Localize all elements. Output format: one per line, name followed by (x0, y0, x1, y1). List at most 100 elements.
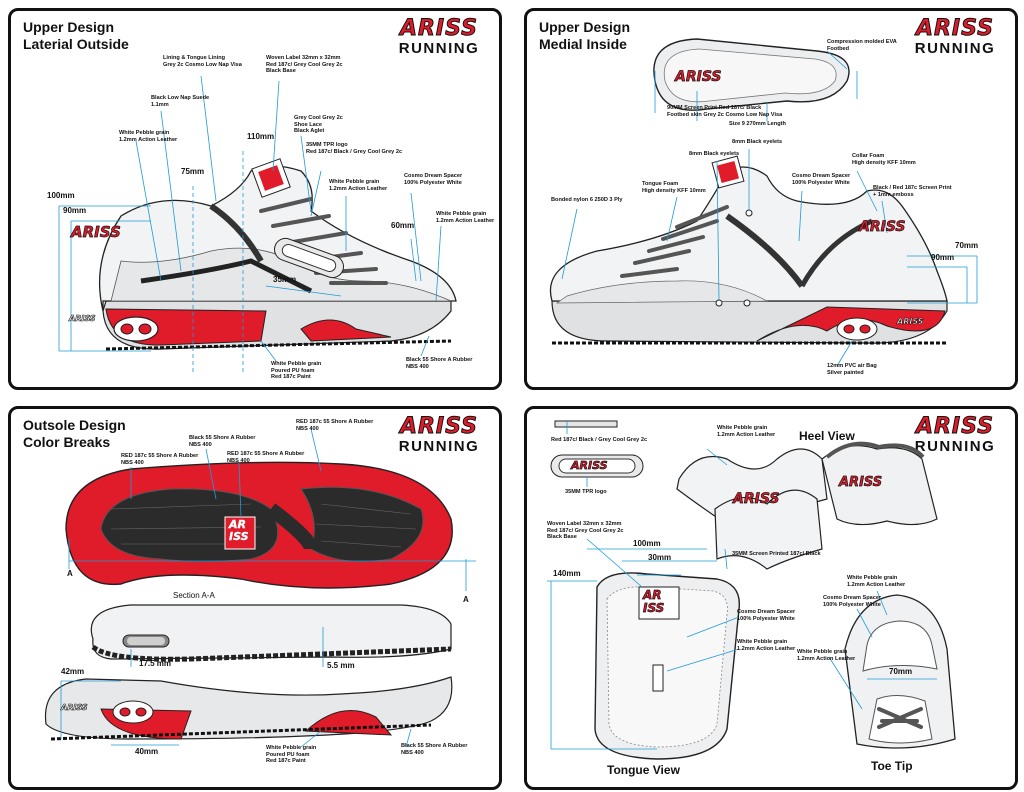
note-bonded-nylon: Bonded nylon 6 250D 3 Ply (551, 197, 623, 203)
brand-block: ARISS RUNNING (389, 16, 489, 57)
title-line-2: Color Breaks (23, 434, 111, 450)
note-red-rubber-2: RED 187c 55 Shore A Rubber NBS 400 (227, 451, 305, 464)
note-pu-foam: White Pebble grain Poured PU foam Red 18… (271, 361, 322, 381)
note-eyelets-1: 8mm Black eyelets (732, 139, 783, 145)
dim-70mm: 70mm (955, 241, 979, 250)
dim-70mm: 70mm (889, 667, 913, 676)
dim-17-5mm: 17.5 mm (139, 659, 172, 668)
note-cosmo-2: Cosmo Dream Spacer 100% Polyester White (823, 595, 882, 608)
note-lace: Grey Cool Grey 2c Shoe Lace Black Aglet (294, 115, 343, 135)
heel-view-label: Heel View (799, 429, 855, 443)
dim-35mm: 35mm (273, 275, 297, 284)
title-line-1: Outsole Design (23, 417, 126, 433)
note-woven-label: Woven Label 32mm x 32mm Red 187c/ Grey C… (266, 55, 343, 75)
note-pebble-2: White Pebble grain 1.2mm Action Leather (737, 639, 796, 652)
panel-details: ARISS RUNNING (524, 406, 1018, 790)
note-cosmo: Cosmo Dream Spacer 100% Polyester White (404, 173, 463, 186)
note-pebble-4: White Pebble grain 1.2mm Action Leather (797, 649, 856, 662)
note-tpr-logo: 35MM TPR logo (565, 489, 607, 495)
detail-views-drawing (547, 420, 956, 760)
dim-90mm: 90mm (931, 253, 955, 262)
note-woven-label: Woven Label 32mm x 32mm Red 187c/ Grey C… (547, 521, 624, 541)
toe-tip-label: Toe Tip (871, 759, 913, 773)
note-lining: Lining & Tongue Lining Grey 2c Cosmo Low… (163, 55, 242, 68)
medial-shoe-drawing (549, 38, 978, 367)
note-screen-print: 90MM Screen Print Red 187c/ Black Footbe… (667, 105, 783, 118)
note-suede: Black Low Nap Suede 1.1mm (151, 95, 210, 108)
ariss-logo: ARISS (399, 16, 479, 41)
collar-ariss-logo: ARISS (859, 219, 906, 236)
footbed-ariss-logo: ARISS (675, 69, 722, 86)
panel-title: Upper Design Laterial Outside (23, 19, 129, 53)
brand-block: ARISS RUNNING (905, 16, 1005, 57)
heel-ariss-logo-1: ARISS (733, 491, 780, 508)
note-air-bag: 12mm PVC air Bag Silver painted (827, 363, 877, 376)
running-wordmark: RUNNING (914, 438, 996, 455)
dim-60mm: 60mm (391, 221, 415, 230)
ariss-logo: ARISS (915, 16, 995, 41)
outsole-drawing (44, 428, 476, 748)
tongue-view-label: Tongue View (607, 763, 680, 777)
note-red-black-grey: Red 187c/ Black / Grey Cool Grey 2c (551, 437, 648, 443)
note-cosmo-1: Cosmo Dream Spacer 100% Polyester White (737, 609, 796, 622)
ariss-logo: ARISS (915, 414, 995, 439)
note-tongue-foam: Tongue Foam High density KFF 10mm (642, 181, 706, 194)
dim-75mm: 75mm (181, 167, 205, 176)
tpr-oval-ariss-logo: ARISS (571, 459, 608, 473)
lateral-shoe-drawing (58, 75, 457, 373)
dim-42mm: 42mm (61, 667, 85, 676)
note-black-rubber: Black 55 Shore A Rubber NBS 400 (189, 435, 256, 448)
dim-5-5mm: 5.5 mm (327, 661, 355, 670)
note-rubber: Black 55 Shore A Rubber NBS 400 (406, 357, 473, 370)
title-line-2: Medial Inside (539, 36, 627, 52)
panel-upper-lateral: Upper Design Laterial Outside ARISS RUNN… (8, 8, 502, 390)
note-red-rubber-1: RED 187c 55 Shore A Rubber NBS 400 (121, 453, 199, 466)
brand-block: ARISS RUNNING (389, 414, 489, 455)
ariss-logo: ARISS (399, 414, 479, 439)
heel-ariss-logo: ARISS (897, 317, 924, 327)
note-pebble-2: White Pebble grain 1.2mm Action Leather (329, 179, 388, 192)
note-red-rubber-3: RED 187c 55 Shore A Rubber NBS 400 (296, 419, 374, 432)
note-eva-footbed: Compression molded EVA Footbed (827, 39, 897, 52)
title-line-1: Upper Design (539, 19, 631, 35)
note-screen-printed: 35MM Screen Printed 187c/ Black (732, 551, 821, 557)
panel-upper-medial: Upper Design Medial Inside ARISS RUNNING (524, 8, 1018, 390)
heel-ariss-logo-2: ARISS (839, 475, 883, 491)
dim-30mm: 30mm (648, 553, 672, 562)
note-tpr-logo: 35MM TPR logo Red 187c/ Black / Grey Coo… (306, 142, 403, 155)
dim-100mm: 100mm (633, 539, 661, 548)
note-pebble-1: White Pebble grain 1.2mm Action Leather (119, 130, 178, 143)
note-size: Size 9 270mm Length (729, 121, 786, 127)
outsole-ariss-logo: AR ISS (229, 518, 249, 543)
panel-outsole: Outsole Design Color Breaks ARISS RUNNIN… (8, 406, 502, 790)
note-pebble-3: White Pebble grain 1.2mm Action Leather (847, 575, 906, 588)
note-rubber: Black 55 Shore A Rubber NBS 400 (401, 743, 468, 756)
heel-ariss-logo: ARISS (69, 314, 96, 324)
note-black-red-print: Black / Red 187c Screen Print + 1mm embo… (873, 185, 952, 198)
side-ariss-logo: ARISS (61, 703, 88, 713)
section-label: Section A-A (173, 591, 215, 600)
dim-100mm: 100mm (47, 191, 75, 200)
running-wordmark: RUNNING (398, 438, 480, 455)
dim-40mm: 40mm (135, 747, 159, 756)
title-line-1: Upper Design (23, 19, 115, 35)
note-cosmo: Cosmo Dream Spacer 100% Polyester White (792, 173, 851, 186)
dim-110mm: 110mm (247, 132, 275, 141)
brand-block: ARISS RUNNING (905, 414, 1005, 455)
dim-90mm: 90mm (63, 206, 87, 215)
note-pebble-3: White Pebble grain 1.2mm Action Leather (436, 211, 495, 224)
dim-140mm: 140mm (553, 569, 581, 578)
running-wordmark: RUNNING (398, 40, 480, 57)
panel-title: Outsole Design Color Breaks (23, 417, 126, 451)
panel-title: Upper Design Medial Inside (539, 19, 630, 53)
section-marker-right: A (463, 595, 469, 604)
tongue-ariss-logo: AR ISS (643, 588, 665, 615)
lateral-ariss-logo: ARISS (71, 223, 122, 242)
note-collar-foam: Collar Foam High density KFF 10mm (852, 153, 916, 166)
note-pu-foam: White Pebble grain Poured PU foam Red 18… (266, 745, 317, 765)
section-marker-left: A (67, 569, 73, 578)
title-line-2: Laterial Outside (23, 36, 129, 52)
note-eyelets-2: 8mm Black eyelets (689, 151, 740, 157)
note-pebble-1: White Pebble grain 1.2mm Action Leather (717, 425, 776, 438)
running-wordmark: RUNNING (914, 40, 996, 57)
